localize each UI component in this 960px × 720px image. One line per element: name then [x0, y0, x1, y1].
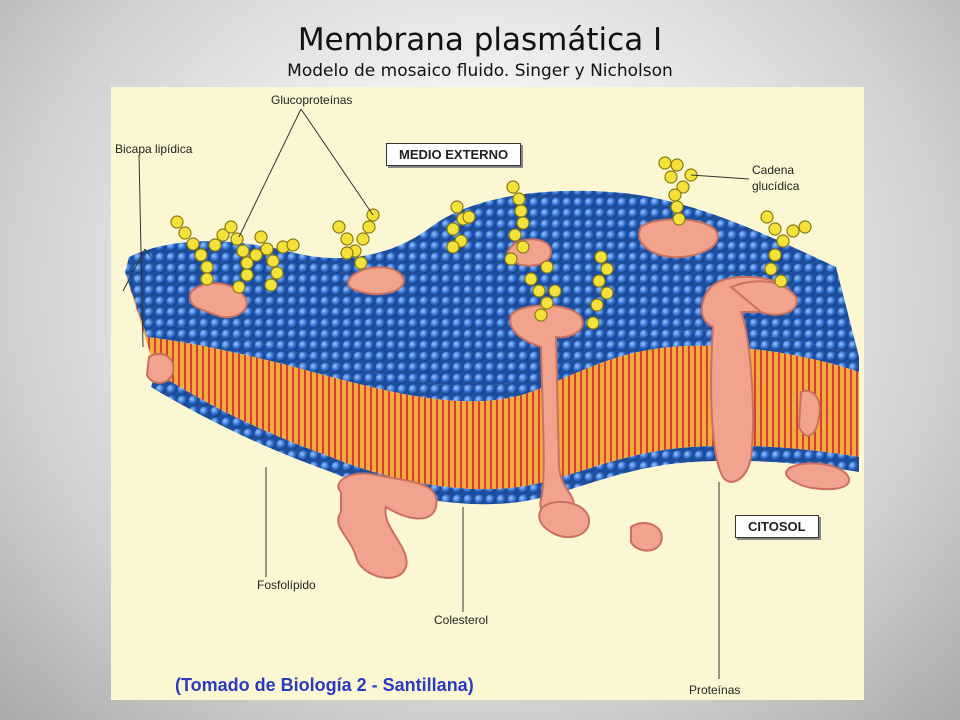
glycan-1: [170, 215, 230, 286]
protein-right-side: [797, 389, 821, 437]
label-proteinas: Proteínas: [689, 683, 741, 697]
glycan-5: [446, 200, 476, 254]
protein-right-extra: [729, 280, 798, 316]
protein-bottom-small: [538, 500, 591, 539]
leader-cadena: [690, 174, 750, 180]
glycan-3: [254, 230, 300, 292]
leader-glucoproteinas-left: [238, 108, 302, 238]
label-colesterol: Colesterol: [434, 613, 489, 627]
protein-center-top: [347, 266, 405, 296]
source-credit: (Tomado de Biología 2 - Santillana): [175, 675, 474, 695]
glycan-6: [504, 180, 530, 266]
label-glucidica: glucídica: [752, 179, 800, 193]
leader-glucoproteinas-right: [300, 108, 374, 216]
label-glucoproteinas: Glucoproteínas: [271, 93, 353, 107]
glycan-8: [586, 250, 614, 330]
protein-group: [145, 218, 850, 579]
bracket-bicapa: [122, 248, 152, 292]
protein-left-peripheral: [189, 282, 248, 319]
slide-subtitle: Modelo de mosaico fluido. Singer y Nicho…: [287, 61, 673, 81]
protein-left-inner: [145, 352, 175, 384]
label-medio-externo: MEDIO EXTERNO: [386, 143, 522, 166]
tail-layer: [125, 272, 859, 490]
glycan-10: [760, 210, 812, 288]
glycan-2: [224, 220, 263, 294]
protein-bottom-coil: [337, 472, 438, 579]
label-fosfolipido: Fosfolípido: [257, 578, 316, 592]
slide-title: Membrana plasmática I: [297, 22, 663, 58]
membrane-diagram: Glucoproteínas Bicapa lipídica MEDIO EXT…: [111, 87, 864, 700]
membrane-illustration: [122, 108, 859, 679]
front-outer-heads: [125, 257, 859, 402]
leader-lines: [122, 108, 750, 679]
glycan-4: [332, 208, 380, 270]
leader-bicapa: [138, 154, 144, 348]
label-citosol: CITOSOL: [735, 515, 819, 538]
label-bicapa-lipidica: Bicapa lipídica: [115, 142, 193, 156]
sugar-chains: [170, 156, 812, 330]
protein-bottom-right: [630, 522, 663, 552]
label-cadena: Cadena: [752, 163, 795, 177]
glycan-7: [524, 260, 562, 322]
protein-right-bottom: [785, 462, 850, 491]
